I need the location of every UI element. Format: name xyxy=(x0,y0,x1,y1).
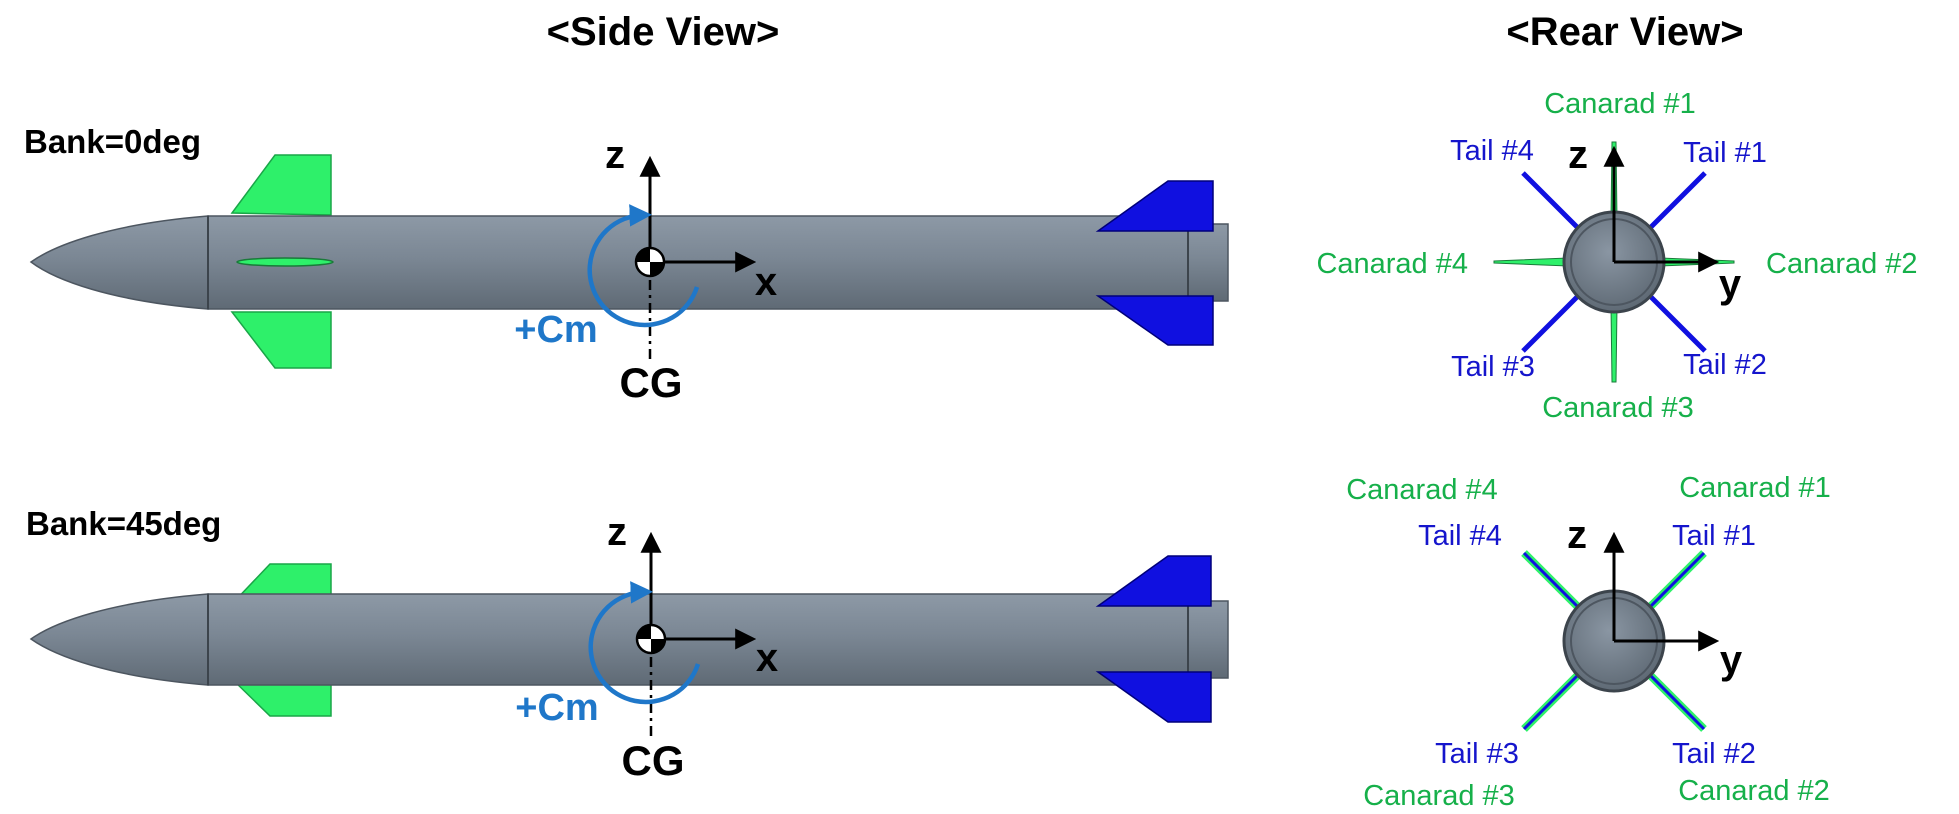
rocket-body xyxy=(29,593,1229,686)
fin-pair-2 xyxy=(1641,666,1707,732)
canard-2-label: Canarad #2 xyxy=(1766,248,1918,280)
rear-z-axis-label: z xyxy=(1568,133,1588,177)
canard-side-edge xyxy=(236,257,334,267)
canard-1-label: Canarad #1 xyxy=(1679,472,1831,504)
rocket-body xyxy=(29,215,1229,310)
canard-1-label: Canarad #1 xyxy=(1544,88,1696,120)
tail-fin-top xyxy=(1095,180,1214,232)
cg-symbol xyxy=(635,623,667,655)
fin-pair-3 xyxy=(1521,666,1587,732)
tail-2-label: Tail #2 xyxy=(1672,738,1756,770)
tail-fin-bottom xyxy=(1095,295,1214,346)
rear-view-title: <Rear View> xyxy=(1506,10,1743,54)
cg-symbol xyxy=(634,246,666,278)
x-axis-label: x xyxy=(755,260,777,304)
tail-fin-2 xyxy=(1643,289,1707,353)
cg-label: CG xyxy=(622,737,685,784)
tail-4-label: Tail #4 xyxy=(1418,520,1502,552)
rear-view-bank-45: z y Canarad #1 Canarad #2 Canarad #3 Can… xyxy=(1346,472,1831,812)
fin-pair-1 xyxy=(1641,550,1707,616)
moment-label: +Cm xyxy=(515,687,598,729)
tail-2-label: Tail #2 xyxy=(1683,349,1767,381)
x-axis-label: x xyxy=(756,636,778,680)
z-axis-label: z xyxy=(605,133,625,177)
tail-fin-3 xyxy=(1521,289,1585,353)
moment-arrow xyxy=(588,581,701,705)
rear-view-bank-0: z y Canarad #1 Canarad #2 Canarad #3 Can… xyxy=(1316,88,1917,424)
tail-fin-top xyxy=(1095,555,1212,607)
canard-4-label: Canarad #4 xyxy=(1346,474,1498,506)
rear-y-axis-label: y xyxy=(1720,638,1743,682)
rear-z-axis-label: z xyxy=(1567,513,1587,557)
tail-fin-4 xyxy=(1521,171,1585,235)
moment-label: +Cm xyxy=(514,309,597,351)
canard-3-label: Canarad #3 xyxy=(1363,780,1515,812)
tail-1-label: Tail #1 xyxy=(1683,137,1767,169)
cg-label: CG xyxy=(620,359,683,406)
tail-fin-1 xyxy=(1643,171,1707,235)
tail-4-label: Tail #4 xyxy=(1450,135,1534,167)
moment-arrow xyxy=(587,204,700,328)
tail-3-label: Tail #3 xyxy=(1451,351,1535,383)
z-axis-label: z xyxy=(607,510,627,554)
canard-3-label: Canarad #3 xyxy=(1542,392,1694,424)
side-view-bank-0: Bank=0deg z x CG +Cm xyxy=(24,123,1229,406)
canard-bottom xyxy=(230,311,332,369)
fin-pair-4 xyxy=(1521,550,1587,616)
rear-y-axis-label: y xyxy=(1719,262,1742,306)
bank-label: Bank=0deg xyxy=(24,123,201,160)
canard-top xyxy=(230,154,332,216)
tail-1-label: Tail #1 xyxy=(1672,520,1756,552)
side-view-bank-45: Bank=45deg z x CG +Cm xyxy=(26,505,1229,784)
side-view-title: <Side View> xyxy=(547,10,780,54)
canard-4-label: Canarad #4 xyxy=(1316,248,1468,280)
canard-2-label: Canarad #2 xyxy=(1678,775,1830,807)
canard-fin-4 xyxy=(1493,257,1569,267)
tail-fin-bottom xyxy=(1095,671,1212,723)
canard-fin-3 xyxy=(1610,305,1618,383)
bank-label: Bank=45deg xyxy=(26,505,221,542)
tail-3-label: Tail #3 xyxy=(1435,738,1519,770)
